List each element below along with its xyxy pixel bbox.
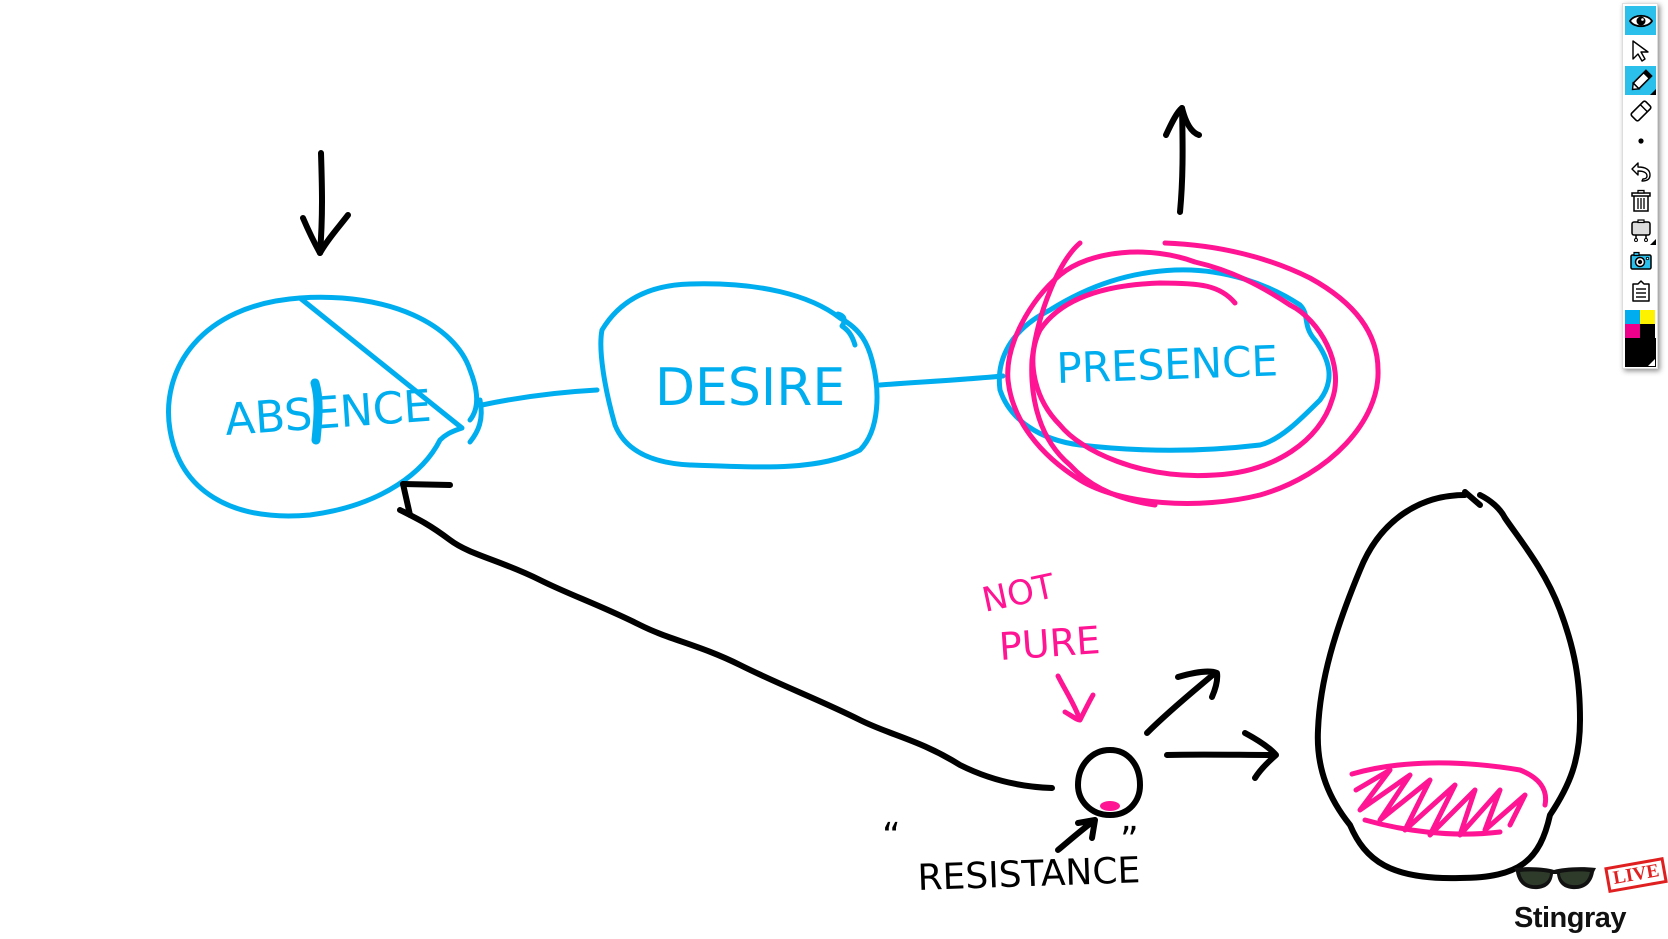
desire-node: DESIRE xyxy=(598,281,880,470)
ball xyxy=(1075,747,1143,818)
desire-label: DESIRE xyxy=(655,358,845,418)
svg-text:RESISTANCE: RESISTANCE xyxy=(917,850,1141,899)
connector-absence-desire xyxy=(479,387,600,408)
brush-size-tool[interactable] xyxy=(1625,126,1656,155)
color-swatch-yellow[interactable] xyxy=(1640,310,1655,324)
right-arrow-icon xyxy=(1164,730,1279,781)
color-swatch-magenta[interactable] xyxy=(1625,324,1640,338)
svg-text:NOT: NOT xyxy=(979,566,1059,620)
clipboard-button[interactable] xyxy=(1625,276,1656,305)
select-tool[interactable] xyxy=(1625,36,1656,65)
absence-label: ABSENCE xyxy=(223,381,433,446)
diagonal-arrow-icon xyxy=(1144,668,1221,736)
eraser-icon xyxy=(1629,99,1652,122)
egg xyxy=(1314,489,1583,882)
pointer-arrow-icon xyxy=(1631,39,1649,62)
connector-desire-presence xyxy=(877,373,1006,388)
submenu-indicator xyxy=(1650,89,1656,95)
sunglasses-icon xyxy=(1514,867,1596,890)
color-palette[interactable] xyxy=(1625,310,1656,367)
dot-icon xyxy=(1637,137,1644,144)
undo-button[interactable] xyxy=(1625,156,1656,185)
stingray-live-logo: LIVE Stingray xyxy=(1510,856,1668,935)
color-swatch-black[interactable] xyxy=(1640,324,1655,338)
down-arrow-icon xyxy=(300,150,351,256)
presence-highlight-circle xyxy=(1030,280,1338,479)
eraser-tool[interactable] xyxy=(1625,96,1656,125)
svg-text:”: ” xyxy=(1120,820,1139,861)
svg-text:“: “ xyxy=(882,816,901,857)
undo-icon xyxy=(1630,161,1651,182)
eye-icon xyxy=(1628,14,1653,27)
view-tool[interactable] xyxy=(1625,6,1656,35)
color-swatch-blue[interactable] xyxy=(1625,310,1640,324)
presence-label: PRESENCE xyxy=(1056,336,1279,393)
svg-text:PURE: PURE xyxy=(998,618,1102,669)
resistance-annotation: RESISTANCE “ ” xyxy=(882,816,1141,899)
snapshot-button[interactable] xyxy=(1625,246,1656,275)
brand-name: Stingray xyxy=(1514,902,1627,934)
not-pure-annotation: NOT PURE xyxy=(979,566,1102,723)
presence-node: PRESENCE xyxy=(996,240,1381,508)
live-badge: LIVE xyxy=(1604,856,1668,894)
pen-tool[interactable] xyxy=(1625,66,1656,95)
submenu-indicator xyxy=(1648,359,1655,366)
pencil-icon xyxy=(1631,68,1653,90)
easel-icon xyxy=(1630,218,1651,242)
up-arrow-icon xyxy=(1163,105,1202,215)
submenu-indicator xyxy=(1650,239,1656,245)
trash-icon xyxy=(1630,189,1651,212)
camera-icon xyxy=(1629,251,1652,270)
board-tool[interactable] xyxy=(1625,216,1656,245)
clear-button[interactable] xyxy=(1625,186,1656,215)
tool-palette xyxy=(1622,3,1658,369)
clipboard-icon xyxy=(1631,279,1650,302)
return-arrow xyxy=(397,481,1055,791)
